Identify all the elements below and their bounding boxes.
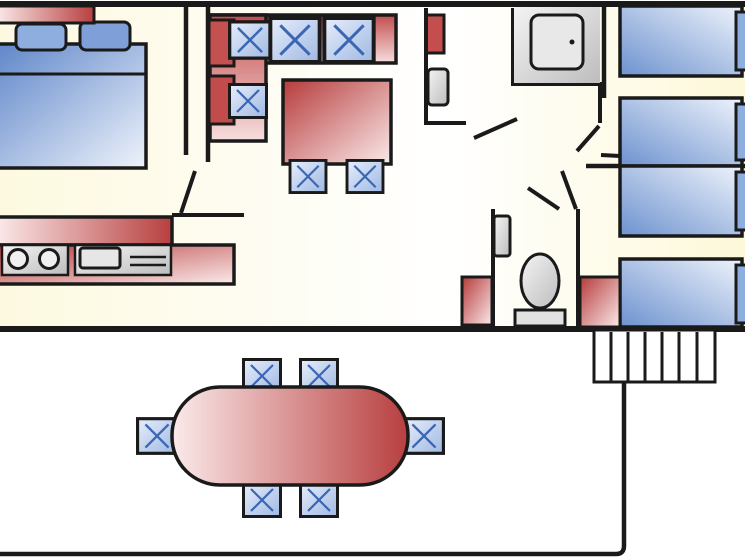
chair-icon xyxy=(298,482,340,518)
double-bed xyxy=(0,42,148,170)
deck-steps xyxy=(592,328,717,384)
pillow xyxy=(734,102,745,162)
pillow xyxy=(734,10,745,72)
bathroom-wall xyxy=(511,8,602,123)
shower-basin xyxy=(529,13,585,71)
single-bed xyxy=(618,257,744,329)
deck-outline xyxy=(0,383,627,557)
chair-icon xyxy=(230,85,267,118)
bathroom-wall xyxy=(424,8,466,125)
washbasin-unit xyxy=(424,13,446,55)
bedside-table xyxy=(0,4,96,25)
shower-door xyxy=(473,117,518,140)
shower-drain xyxy=(569,39,575,45)
single-bed xyxy=(618,4,744,78)
pillow xyxy=(78,20,132,52)
chair-icon xyxy=(288,159,328,194)
chair-icon xyxy=(403,417,445,455)
chair-icon xyxy=(270,18,319,62)
sink-bowl xyxy=(78,246,122,270)
deck-table xyxy=(170,385,410,487)
washbasin xyxy=(426,67,450,107)
twin-bedrooms xyxy=(578,4,745,329)
toilet-cistern xyxy=(513,308,567,328)
toilet-door xyxy=(526,186,561,211)
vanity-unit xyxy=(460,275,494,327)
toilet-door xyxy=(560,170,578,210)
single-bed xyxy=(618,164,744,238)
single-bed xyxy=(618,96,744,168)
toilet-basin xyxy=(492,214,512,258)
master-bedroom xyxy=(0,4,211,214)
chair-icon xyxy=(228,19,272,61)
hob-ring xyxy=(38,248,60,270)
outer-wall xyxy=(0,1,745,332)
bedroom-door xyxy=(600,153,621,158)
dining-area xyxy=(207,13,398,194)
pillow xyxy=(734,170,745,232)
kitchen-counter xyxy=(0,215,174,247)
toilet xyxy=(519,252,561,310)
chair-icon xyxy=(241,482,283,518)
kitchen xyxy=(0,213,244,286)
bedroom-door xyxy=(179,170,197,214)
bathroom-door xyxy=(575,124,601,153)
chair-icon xyxy=(345,159,385,194)
deck xyxy=(0,328,717,557)
dining-table xyxy=(281,78,393,166)
bedside-table xyxy=(578,275,622,329)
hob-ring xyxy=(7,248,29,270)
chair-icon xyxy=(324,18,373,62)
bathroom xyxy=(424,6,602,328)
pillow xyxy=(14,22,68,52)
pillow xyxy=(734,263,745,325)
